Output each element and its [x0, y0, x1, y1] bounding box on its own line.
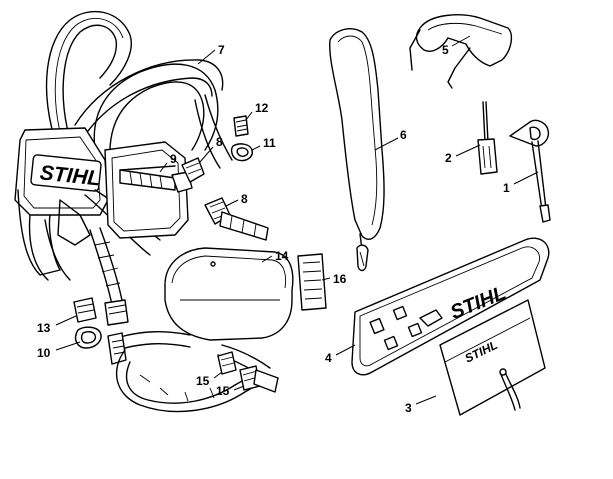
- part-16-card: [297, 253, 327, 311]
- callout-15-lower: 15: [216, 384, 230, 398]
- part-5-safety-glasses: [409, 14, 513, 89]
- callout-8-upper: 8: [216, 135, 223, 149]
- callout-4: 4: [325, 351, 332, 365]
- part-11-buckle: [230, 143, 253, 162]
- callout-7: 7: [218, 43, 225, 57]
- callout-5: 5: [442, 43, 449, 57]
- part-8-lower-buckle: [204, 197, 269, 241]
- part-3-storage-bag: STIHL: [439, 299, 546, 416]
- part-12-buckle: [233, 115, 249, 137]
- part-13-buckle: [73, 297, 97, 323]
- harness-straps: [45, 10, 233, 169]
- part-15-lower-buckle: [239, 365, 279, 393]
- callout-8-lower: 8: [241, 192, 248, 206]
- part-15-upper-buckle: [217, 351, 237, 375]
- callout-10: 10: [37, 346, 51, 360]
- part-2-screwdriver: [477, 101, 498, 175]
- hip-pouch: [107, 247, 294, 413]
- callout-2: 2: [445, 151, 452, 165]
- lower-left-buckle: [104, 299, 129, 326]
- callout-13: 13: [37, 321, 51, 335]
- callout-6: 6: [400, 128, 407, 142]
- callout-11: 11: [263, 136, 276, 150]
- callout-15-upper: 15: [196, 374, 210, 388]
- part-8-upper-buckle: [181, 157, 205, 183]
- part-10-buckle: [74, 326, 102, 349]
- callout-12: 12: [255, 101, 269, 115]
- part-6-shoulder-strap: [329, 28, 385, 272]
- callout-3: 3: [405, 401, 412, 415]
- callout-9: 9: [170, 152, 177, 166]
- part-1-combination-wrench: [509, 119, 551, 223]
- callout-16: 16: [333, 272, 347, 286]
- callouts: 7 12 11 9 8 8 14 16 13 10 15 15 6 5 2 1: [37, 35, 539, 415]
- callout-14: 14: [275, 249, 289, 263]
- callout-1: 1: [503, 181, 510, 195]
- harness-hip-plate: [104, 141, 189, 239]
